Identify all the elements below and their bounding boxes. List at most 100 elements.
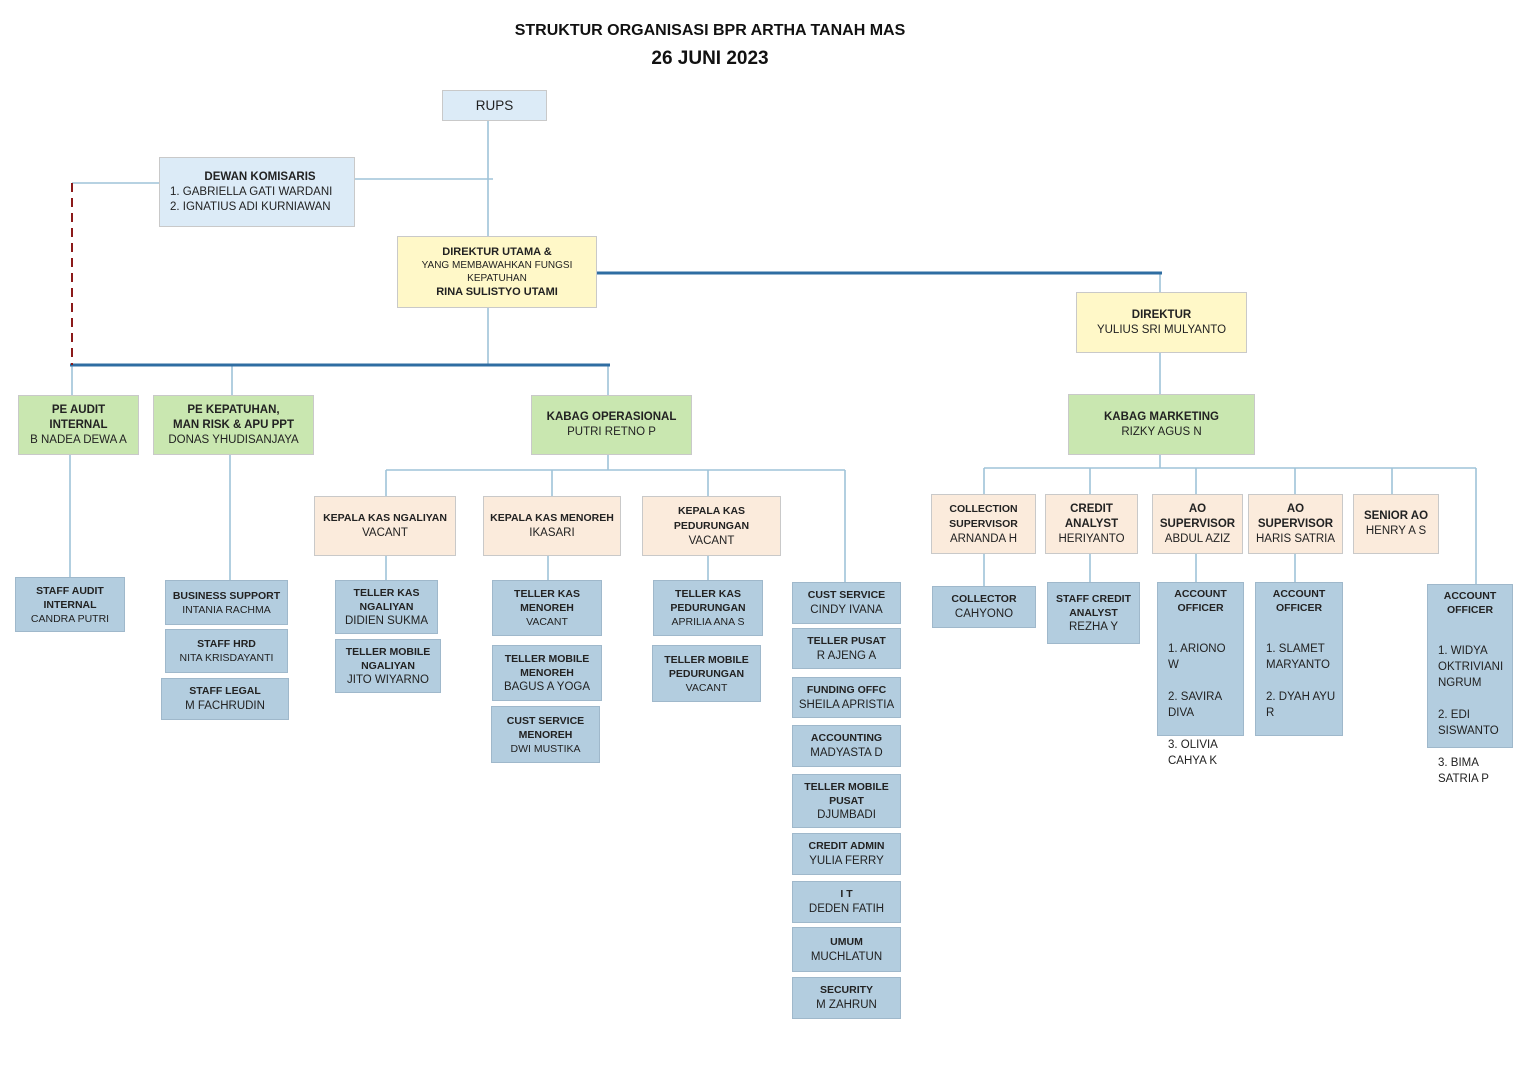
node-name: HERIYANTO [1058, 532, 1125, 545]
member: 2. IGNATIUS ADI KURNIAWAN [170, 200, 331, 213]
node-name: YULIUS SRI MULYANTO [1096, 323, 1227, 336]
node-name: MUCHLATUN [810, 950, 883, 963]
member: 1. WIDYA OKTRIVIANI NGRUM [1438, 645, 1504, 689]
node-title: ACCOUNTING [810, 732, 883, 744]
node-name: JITO WIYARNO [347, 674, 429, 686]
node-name: APRILIA ANA S [671, 616, 745, 628]
node-title: COLLECTION SUPERVISOR [949, 502, 1018, 530]
node-title: KEPALA KAS NGALIYAN [323, 512, 447, 524]
node-title: TELLER KAS PEDURUNGAN [670, 588, 746, 614]
node-it: I T DEDEN FATIH [792, 881, 901, 923]
node-title: TELLER MOBILE PEDURUNGAN [664, 653, 749, 680]
node-rups: RUPS [442, 90, 547, 121]
member-list: 1. ARIONO W 2. SAVIRA DIVA 3. OLIVIA CAH… [1162, 625, 1239, 785]
node-name: MADYASTA D [810, 747, 883, 759]
node-collection-supervisor: COLLECTION SUPERVISOR ARNANDA H [931, 494, 1036, 554]
node-direktur-utama: DIREKTUR UTAMA & YANG MEMBAWAHKAN FUNGSI… [397, 236, 597, 308]
node-account-officer-1: ACCOUNT OFFICER 1. ARIONO W 2. SAVIRA DI… [1157, 582, 1244, 767]
node-kabag-operasional: KABAG OPERASIONAL PUTRI RETNO P [531, 395, 692, 455]
node-teller-mobile-ngaliyan: TELLER MOBILE NGALIYAN JITO WIYARNO [335, 639, 441, 693]
node-subtitle: YANG MEMBAWAHKAN FUNGSI KEPATUHAN [421, 260, 573, 284]
node-name: M FACHRUDIN [185, 700, 265, 712]
node-dewan-komisaris: DEWAN KOMISARIS 1. GABRIELLA GATI WARDAN… [159, 157, 355, 227]
node-credit-analyst: CREDIT ANALYST HERIYANTO [1045, 494, 1138, 554]
node-name: REZHA Y [1069, 621, 1118, 633]
node-pe-audit: PE AUDIT INTERNAL B NADEA DEWA A [18, 395, 139, 455]
node-funding-offc: FUNDING OFFC SHEILA APRISTIA [792, 677, 901, 718]
node-kepala-kas-pedurungan: KEPALA KAS PEDURUNGAN VACANT [642, 496, 781, 556]
node-name: DWI MUSTIKA [510, 742, 581, 755]
node-name: VACANT [688, 534, 735, 547]
node-title: TELLER MOBILE PUSAT [804, 781, 889, 807]
node-title: I T [840, 888, 853, 900]
node-title: STAFF LEGAL [189, 685, 261, 697]
node-teller-mobile-pusat: TELLER MOBILE PUSAT DJUMBADI [792, 774, 901, 828]
node-name: ABDUL AZIZ [1164, 532, 1231, 545]
node-title: STAFF HRD [197, 638, 256, 650]
node-title: TELLER KAS NGALIYAN [353, 587, 420, 613]
node-senior-ao: SENIOR AO HENRY A S [1353, 494, 1439, 554]
node-name: ARNANDA H [949, 532, 1018, 545]
member-list: 1. WIDYA OKTRIVIANI NGRUM 2. EDI SISWANT… [1432, 627, 1508, 803]
node-title: AO SUPERVISOR [1257, 502, 1334, 530]
node-ao-supervisor-2: AO SUPERVISOR HARIS SATRIA [1248, 494, 1343, 554]
node-name: B NADEA DEWA A [30, 433, 127, 446]
node-title: COLLECTOR [951, 593, 1017, 605]
node-name: DIDIEN SUKMA [344, 615, 429, 627]
page-title: STRUKTUR ORGANISASI BPR ARTHA TANAH MAS [514, 22, 906, 39]
node-title: DEWAN KOMISARIS [204, 170, 316, 183]
node-account-officer-3: ACCOUNT OFFICER 1. WIDYA OKTRIVIANI NGRU… [1427, 584, 1513, 785]
node-name: SHEILA APRISTIA [798, 698, 895, 711]
node-title: TELLER KAS MENOREH [514, 588, 580, 614]
node-credit-admin: CREDIT ADMIN YULIA FERRY [792, 833, 901, 875]
node-name: INTANIA RACHMA [182, 603, 271, 616]
node-cust-service: CUST SERVICE CINDY IVANA [792, 582, 901, 624]
member: 3. OLIVIA CAHYA K [1168, 739, 1218, 767]
member-list: 1. SLAMET MARYANTO 2. DYAH AYU R [1260, 625, 1338, 737]
node-title: ACCOUNT OFFICER [1272, 588, 1326, 614]
member: 1. SLAMET MARYANTO [1266, 643, 1330, 671]
node-name: RIZKY AGUS N [1121, 425, 1202, 438]
node-title: FUNDING OFFC [806, 683, 887, 696]
node-title: KABAG MARKETING [1104, 410, 1219, 423]
node-title: STAFF AUDIT INTERNAL [36, 584, 104, 611]
node-name: DONAS YHUDISANJAYA [168, 433, 299, 446]
node-title: ACCOUNT OFFICER [1443, 590, 1497, 616]
member: 1. GABRIELLA GATI WARDANI [170, 185, 333, 198]
node-title: KEPALA KAS MENOREH [490, 512, 614, 524]
node-kepala-kas-ngaliyan: KEPALA KAS NGALIYAN VACANT [314, 496, 456, 556]
node-title: CUST SERVICE [807, 589, 886, 601]
node-title: CUST SERVICE MENOREH [506, 714, 585, 741]
node-name: BAGUS A YOGA [503, 681, 591, 693]
node-teller-kas-menoreh: TELLER KAS MENOREH VACANT [492, 580, 602, 636]
node-title: CREDIT ANALYST [1064, 502, 1119, 530]
node-name: VACANT [685, 681, 728, 694]
node-title: BUSINESS SUPPORT [172, 589, 281, 602]
node-staff-hrd: STAFF HRD NITA KRISDAYANTI [165, 629, 288, 673]
node-title: SENIOR AO [1363, 510, 1429, 522]
node-security: SECURITY M ZAHRUN [792, 977, 901, 1019]
node-name: DJUMBADI [817, 809, 876, 821]
node-account-officer-2: ACCOUNT OFFICER 1. SLAMET MARYANTO 2. DY… [1255, 582, 1343, 736]
node-name: M ZAHRUN [816, 999, 877, 1011]
node-collector: COLLECTOR CAHYONO [932, 586, 1036, 628]
node-name: CANDRA PUTRI [30, 612, 110, 625]
node-umum: UMUM MUCHLATUN [792, 927, 901, 972]
node-title: DIREKTUR UTAMA & [442, 246, 552, 258]
node-title: ACCOUNT OFFICER [1174, 588, 1227, 614]
node-name: YULIA FERRY [809, 855, 884, 867]
node-cust-service-menoreh: CUST SERVICE MENOREH DWI MUSTIKA [491, 706, 600, 763]
node-rups-title: RUPS [475, 98, 514, 113]
node-title: DIREKTUR [1131, 308, 1192, 321]
node-teller-kas-pedurungan: TELLER KAS PEDURUNGAN APRILIA ANA S [653, 580, 763, 636]
node-name: R AJENG A [816, 649, 877, 662]
member: 1. ARIONO W [1168, 643, 1226, 671]
node-name: CAHYONO [954, 608, 1014, 620]
node-staff-audit: STAFF AUDIT INTERNAL CANDRA PUTRI [15, 577, 125, 632]
node-title: KABAG OPERASIONAL [546, 411, 677, 423]
node-title: UMUM [830, 935, 863, 948]
node-pe-kepatuhan: PE KEPATUHAN, MAN RISK & APU PPT DONAS Y… [153, 395, 314, 455]
node-title: STAFF CREDIT ANALYST [1055, 593, 1132, 619]
node-title: PE KEPATUHAN, MAN RISK & APU PPT [173, 403, 294, 431]
